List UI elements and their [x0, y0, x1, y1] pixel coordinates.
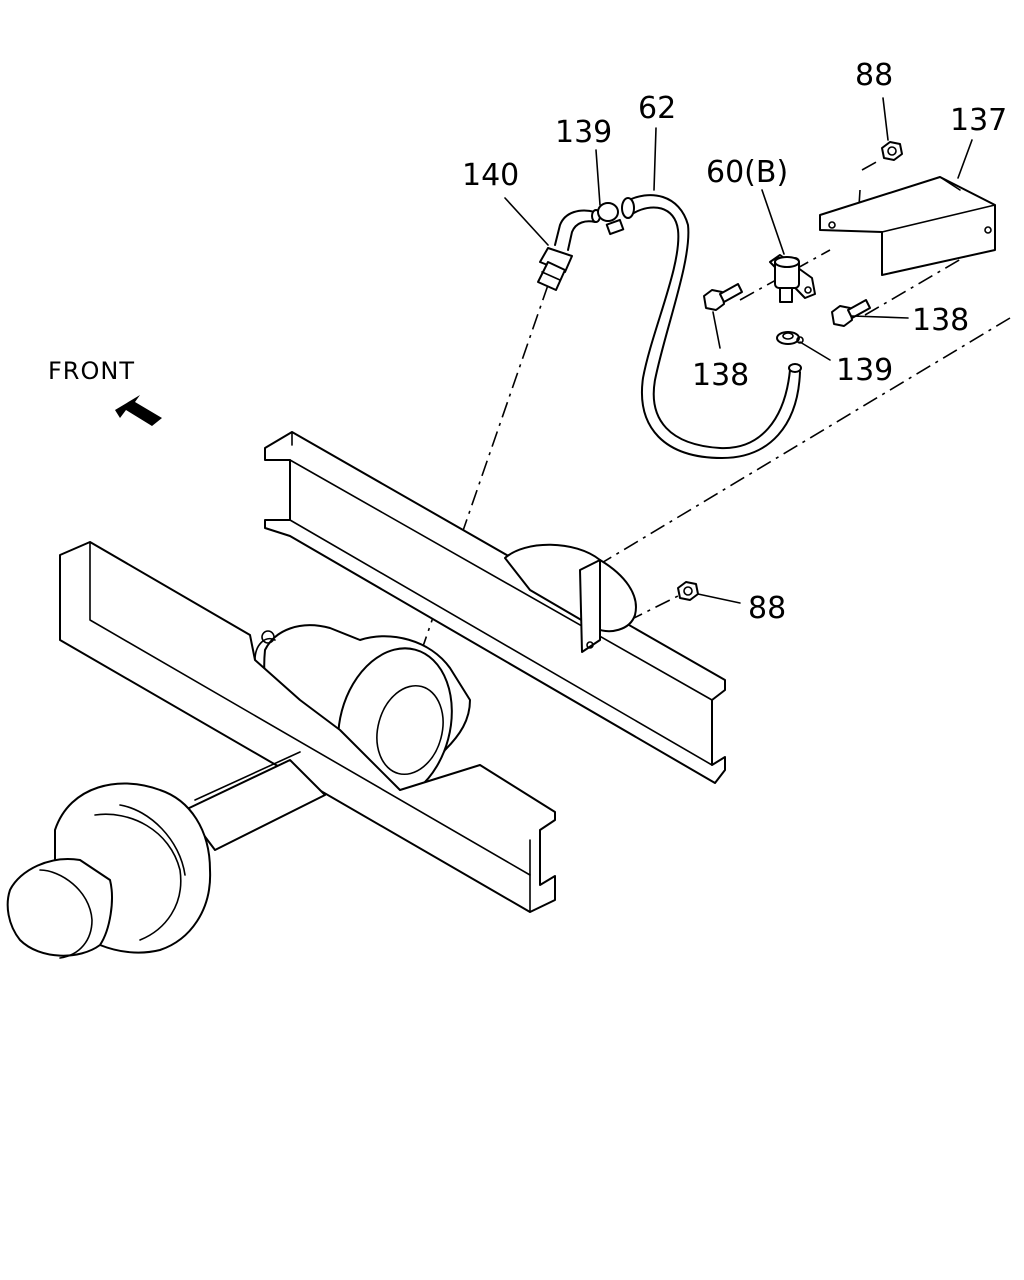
clip-139-bottom [776, 331, 831, 361]
valve-60b [769, 254, 816, 303]
callout-60b: 60(B) [706, 155, 788, 190]
nut-88-mid [677, 581, 741, 604]
frame-rail-upper [264, 431, 726, 784]
callout-138-left: 138 [692, 358, 749, 393]
bolt-138-right [831, 299, 909, 327]
pipe-140 [537, 209, 601, 291]
nut-88-top [881, 97, 903, 161]
callout-139-top: 139 [555, 115, 612, 150]
callout-88-top: 88 [855, 58, 893, 93]
callout-140: 140 [462, 158, 519, 193]
bolt-138-left [703, 283, 743, 349]
callout-138-right: 138 [912, 303, 969, 338]
callout-139-bottom: 139 [836, 353, 893, 388]
callout-88-mid: 88 [748, 591, 786, 626]
clip-139-top [597, 202, 625, 236]
frame-rail-lower [59, 541, 556, 913]
callout-62: 62 [638, 91, 676, 126]
front-label: FRONT [48, 357, 135, 385]
callout-137: 137 [950, 103, 1007, 138]
front-arrow [115, 395, 162, 426]
hose-62 [621, 194, 802, 459]
bracket-137 [819, 139, 996, 276]
leader-lines [504, 127, 785, 255]
axle-hub [6, 751, 326, 959]
frame-bracket [579, 559, 601, 653]
